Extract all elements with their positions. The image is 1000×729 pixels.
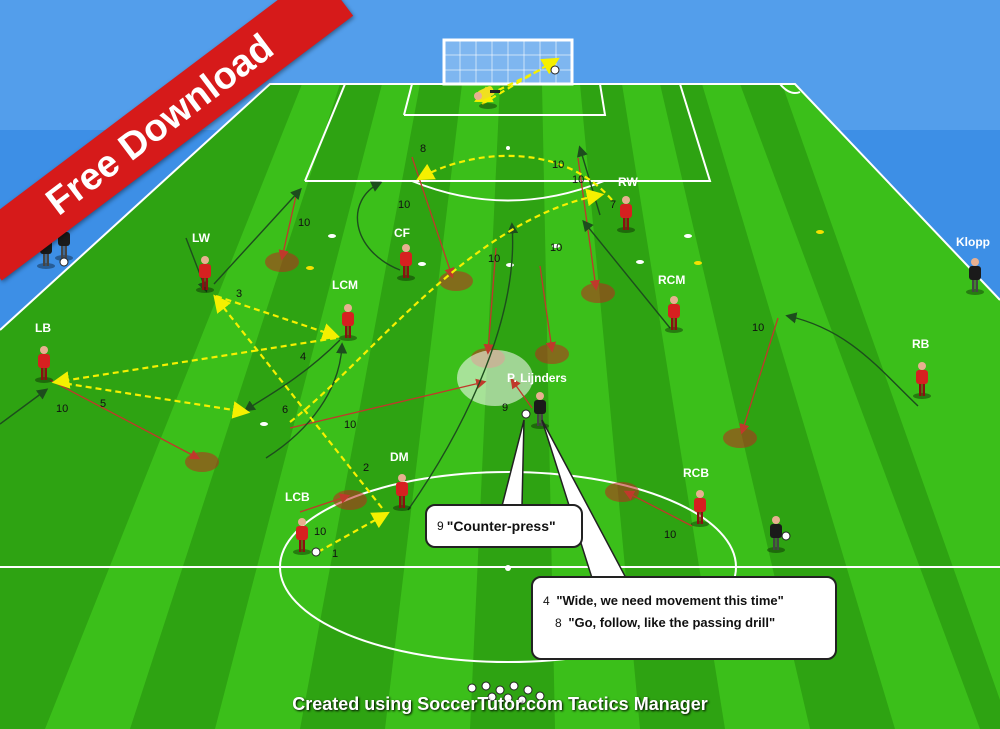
label-rcm: RCM [658,273,685,287]
move-number-7: 7 [610,199,616,211]
time-label: 10 [398,199,410,211]
label-cf: CF [394,226,410,240]
callout-number: 8 [555,616,562,630]
time-label: 10 [344,419,356,431]
callout-number: 4 [543,594,550,608]
time-label: 10 [572,174,584,186]
label-rw: RW [618,175,638,189]
pass-arrows [51,57,613,553]
time-label: 10 [552,159,564,171]
time-label: 10 [298,217,310,229]
time-label: 10 [550,242,562,254]
move-number-9: 9 [502,402,508,414]
move-number-6: 6 [282,404,288,416]
player-goalkeeper[interactable] [474,85,500,109]
callout-number: 9 [437,519,444,533]
label-dm: DM [390,450,409,464]
callout-counter-press: 9 "Counter-press" [425,504,583,548]
label-lb: LB [35,321,51,335]
label-klopp: Klopp [956,235,990,249]
label-lw: LW [192,231,211,245]
time-label: 10 [488,253,500,265]
callout-instructions: 4 "Wide, we need movement this time" 8 "… [531,576,837,660]
move-number-5: 5 [100,398,106,410]
move-number-3: 3 [236,288,242,300]
callout-line: 4 "Wide, we need movement this time" [543,590,825,612]
footer-credit: Created using SoccerTutor.com Tactics Ma… [292,694,708,714]
cones [260,234,692,426]
label-rb: RB [912,337,930,351]
run-arrows [49,156,779,527]
label-lcb: LCB [285,490,310,504]
balls [59,65,791,705]
callout-text: "Go, follow, like the passing drill" [568,615,776,630]
callout-text: "Wide, we need movement this time" [556,593,784,608]
move-number-1: 1 [332,548,338,560]
time-label: 10 [752,322,764,334]
move-number-8: 8 [420,143,426,155]
pitch-markings [0,83,1000,663]
yellow-cones [306,230,824,270]
label-lcm: LCM [332,278,358,292]
move-number-4: 4 [300,351,306,363]
move-number-2: 2 [363,462,369,474]
dribble-paths [0,145,919,511]
time-label: 10 [314,526,326,538]
callout-text: "Counter-press" [446,518,556,534]
callout-line: 8 "Go, follow, like the passing drill" [543,612,825,634]
label-rcb: RCB [683,466,709,480]
time-label: 10 [56,403,68,415]
time-label: 10 [664,529,676,541]
label-coach: P. Lijnders [507,371,567,385]
